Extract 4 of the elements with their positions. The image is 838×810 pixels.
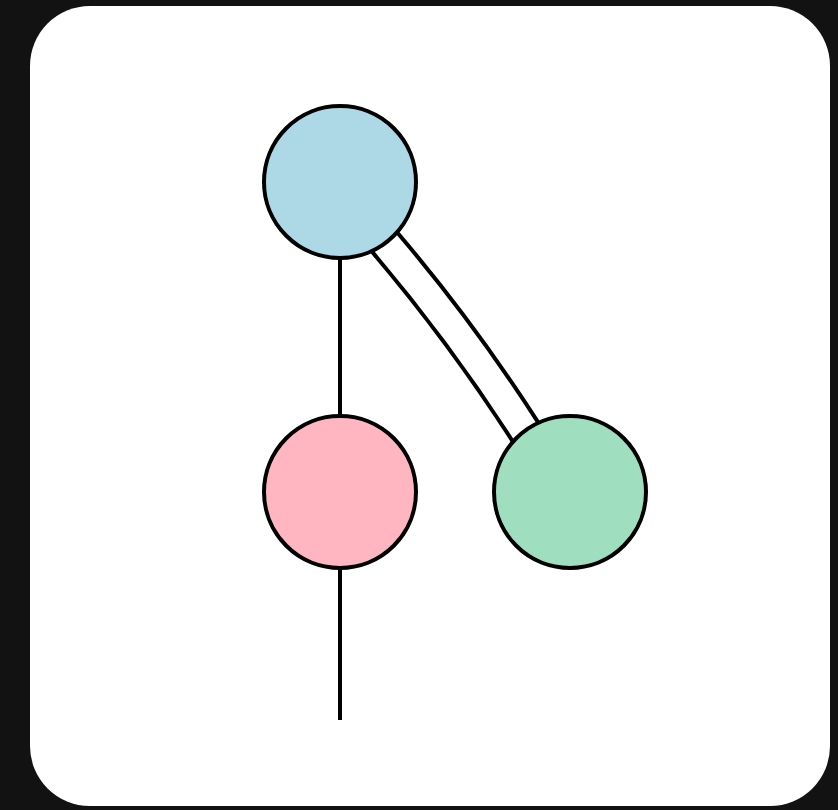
connector-line: [338, 568, 342, 720]
connector-line: [370, 249, 515, 443]
connector-line: [338, 258, 342, 416]
connector-line: [395, 230, 541, 424]
